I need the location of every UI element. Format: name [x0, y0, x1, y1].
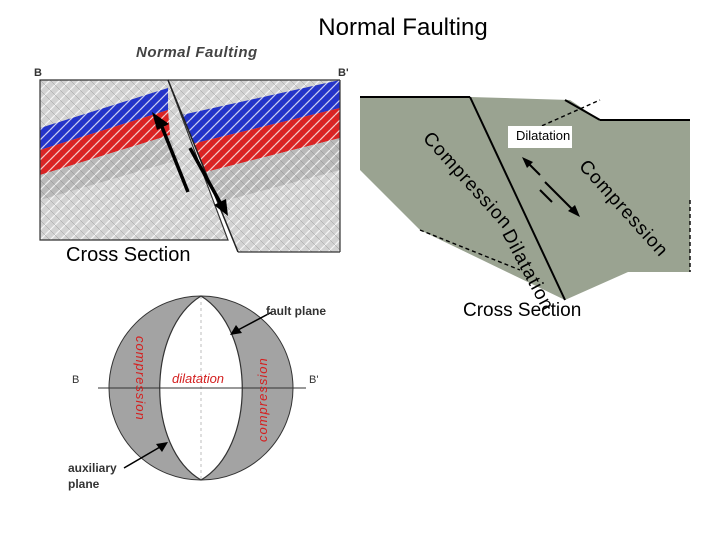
slip-arrow-up	[152, 112, 190, 193]
slide-title: Normal Faulting	[318, 14, 488, 41]
cross-section-slip-arrows	[522, 157, 580, 217]
fault-line	[167, 79, 239, 253]
auxiliary-plane-pointer	[123, 442, 168, 469]
sphere-axis-right: B'	[309, 374, 319, 386]
fault-plane-line	[469, 96, 566, 301]
panel-a-title: Normal Faulting	[136, 44, 258, 61]
panel-b-caption: Cross Section	[463, 300, 582, 321]
panel-a-caption: Cross Section	[66, 244, 191, 266]
panel-a-right-label: B'	[338, 67, 349, 79]
fault-plane-label: fault plane	[266, 304, 327, 318]
panel-a-left-label: B	[34, 67, 42, 79]
compression-left-label: compression	[133, 336, 148, 421]
dilatation-label: dilatation	[172, 371, 225, 386]
panel-b-top-label: Dilatation	[516, 128, 571, 143]
cross-section-block	[360, 96, 691, 301]
auxiliary-plane-label: auxiliary plane	[68, 461, 117, 491]
sphere-axis-left: B	[72, 374, 80, 386]
focal-sphere	[98, 295, 306, 481]
slip-arrow-down	[188, 147, 228, 216]
compression-right-label: compression	[255, 357, 270, 442]
fault-plane-pointer	[230, 311, 273, 335]
